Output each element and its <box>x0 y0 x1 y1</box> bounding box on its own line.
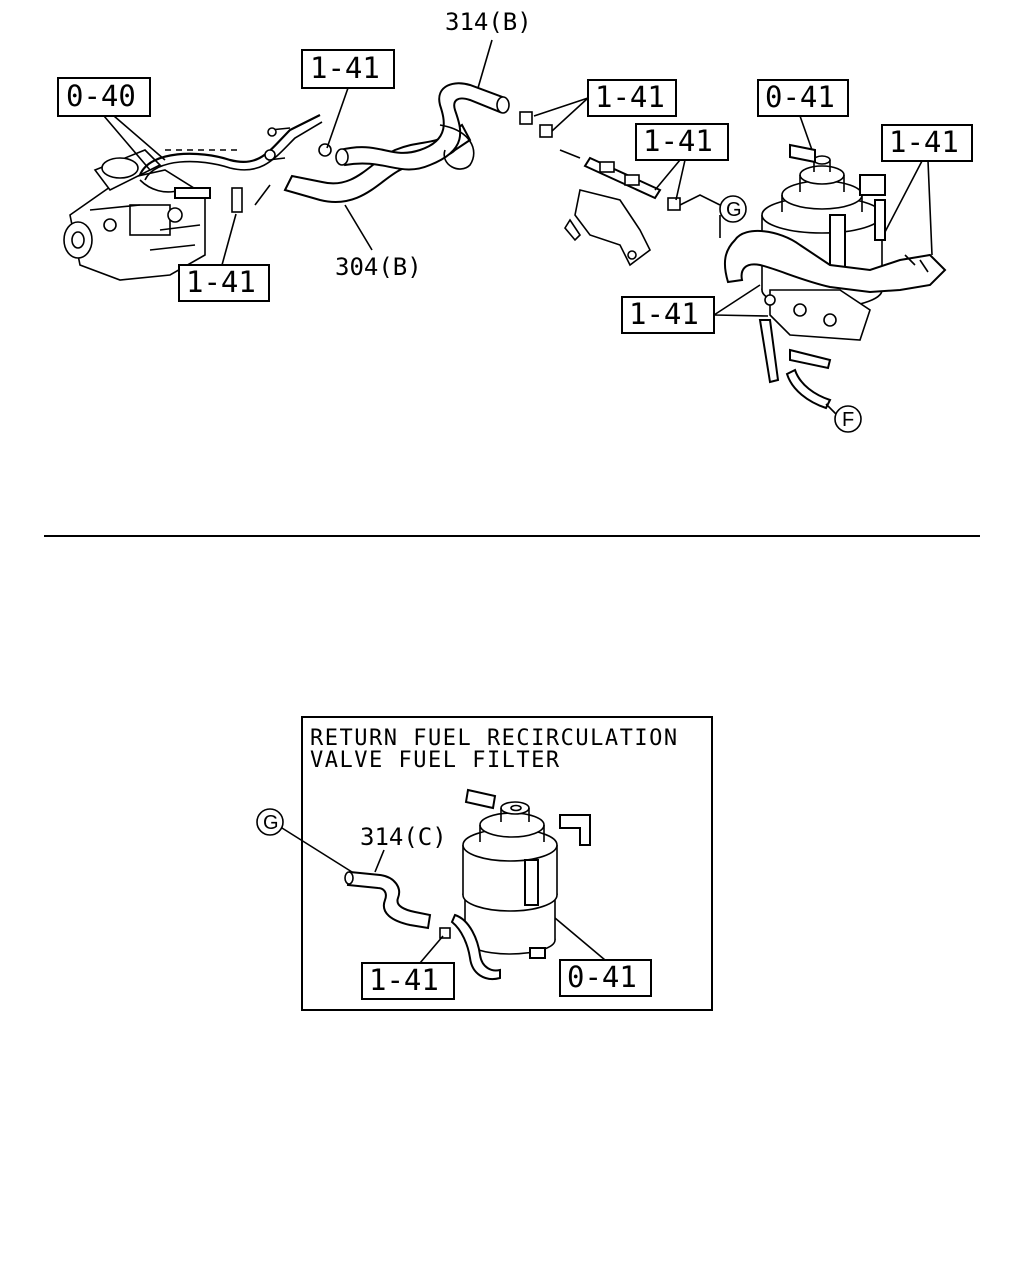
callout-1-41-c: 1-41 <box>595 80 665 114</box>
pump-return-pipe <box>138 114 321 176</box>
center-clips <box>519 111 581 159</box>
callout-314b: 314(B) <box>445 8 532 36</box>
ref-g-circle-top <box>719 195 747 223</box>
callout-1-41-e: 1-41 <box>889 125 959 159</box>
filter-bracket <box>758 289 871 410</box>
clip-near-pump <box>231 184 271 213</box>
callout-0-40: 0-40 <box>66 79 136 113</box>
inset-ref-g: G <box>263 812 279 834</box>
callout-box-1-41-b <box>178 264 270 302</box>
hose-314b <box>335 82 510 171</box>
inset-fuel-filter <box>450 788 591 980</box>
filter-hoses <box>723 199 947 294</box>
fuel-filter-top <box>761 143 886 309</box>
pipe-bracket <box>564 156 681 267</box>
inset-callout-0-41: 0-41 <box>567 960 637 994</box>
inset-ref-g-circle <box>256 808 284 836</box>
callout-304b: 304(B) <box>335 253 422 281</box>
inset-callout-314c: 314(C) <box>360 823 447 851</box>
callout-0-41-top: 0-41 <box>765 80 835 114</box>
callout-box-0-41-top <box>757 79 849 117</box>
callout-box-1-41-f <box>621 296 715 334</box>
inset-callout-box-1-41 <box>361 962 455 1000</box>
inset-frame <box>301 716 713 1011</box>
ref-f-circle <box>834 405 862 433</box>
inset-callout-box-0-41 <box>559 959 652 997</box>
inset-hose-314c <box>344 870 432 930</box>
inset-clip <box>439 927 451 939</box>
inset-caption-line1: RETURN FUEL RECIRCULATION <box>310 726 679 751</box>
fuel-injection-pump <box>63 149 211 281</box>
inset-callout-1-41: 1-41 <box>369 963 439 997</box>
callout-1-41-f: 1-41 <box>629 297 699 331</box>
callout-box-1-41-c <box>587 79 677 117</box>
hose-clip-left <box>264 127 332 161</box>
callout-box-1-41-a <box>301 49 395 89</box>
ref-f: F <box>842 409 854 431</box>
inset-caption-line2: VALVE FUEL FILTER <box>310 748 561 773</box>
callout-1-41-b: 1-41 <box>186 265 256 299</box>
callout-box-0-40 <box>57 77 151 117</box>
callout-box-1-41-d <box>635 123 729 161</box>
callout-box-1-41-e <box>881 124 973 162</box>
ref-g-top: G <box>726 199 742 221</box>
callout-1-41-a: 1-41 <box>310 51 380 85</box>
callout-1-41-d: 1-41 <box>643 124 713 158</box>
